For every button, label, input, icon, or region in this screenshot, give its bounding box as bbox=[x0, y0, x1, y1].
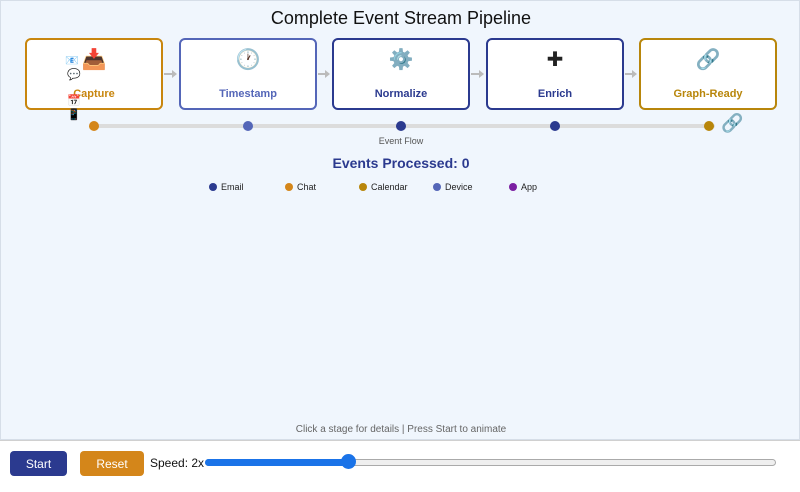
email-icon: 📧 bbox=[65, 55, 79, 67]
instructions-hint: Click a stage for details | Press Start … bbox=[295, 424, 507, 435]
pipeline-canvas: Complete Event Stream Pipeline 📥 Capture 🕐… bbox=[0, 0, 800, 440]
link-icon: 🔗 bbox=[695, 49, 721, 71]
stage-normalize[interactable]: ⚙️ Normalize bbox=[332, 38, 470, 110]
legend-item-app: App bbox=[509, 182, 537, 192]
legend-label: Device bbox=[445, 182, 473, 192]
device-icon: 📱 bbox=[67, 109, 81, 121]
chat-bubble-icon: 💬 bbox=[67, 69, 81, 81]
legend-dot bbox=[285, 182, 293, 191]
legend-dot bbox=[433, 182, 441, 191]
legend-item-chat: Chat bbox=[285, 182, 316, 192]
page-title: Complete Event Stream Pipeline bbox=[270, 8, 532, 28]
flow-dot bbox=[243, 121, 253, 131]
legend-label: Email bbox=[221, 182, 244, 192]
legend-dot bbox=[509, 182, 517, 191]
plus-icon: ✚ bbox=[546, 49, 564, 71]
clock-icon: 🕐 bbox=[235, 49, 261, 71]
stage-enrich[interactable]: ✚ Enrich bbox=[486, 38, 624, 110]
stage-graph-ready[interactable]: 🔗 Graph-Ready bbox=[639, 38, 777, 110]
legend-label: App bbox=[521, 182, 538, 192]
flow-dot bbox=[396, 121, 406, 131]
legend-item-device: Device bbox=[433, 182, 473, 192]
events-processed-counter: Events Processed: 0 bbox=[332, 155, 470, 171]
event-flow-label: Event Flow bbox=[378, 136, 424, 146]
legend-item-email: Email bbox=[209, 182, 244, 192]
flow-dot bbox=[89, 121, 99, 131]
inbox-tray-icon: 📥 bbox=[81, 49, 107, 71]
speed-slider-fill bbox=[205, 459, 348, 466]
stage-label: Graph-Ready bbox=[673, 88, 743, 100]
stage-label: Timestamp bbox=[219, 88, 277, 100]
event-source-stack: 📧 💬 📅 📱 bbox=[63, 45, 93, 131]
control-bar: Start Reset Speed: 2x bbox=[0, 440, 800, 492]
link-icon: 🔗 bbox=[721, 113, 744, 133]
gear-icon: ⚙️ bbox=[388, 49, 414, 71]
calendar-icon: 📅 bbox=[67, 95, 81, 107]
legend-item-calendar: Calendar bbox=[359, 182, 408, 192]
flow-dot bbox=[550, 121, 560, 131]
stage-connector-arrow bbox=[164, 70, 177, 78]
start-button[interactable]: Start bbox=[10, 451, 67, 476]
stage-connector-arrow bbox=[471, 70, 484, 78]
stage-label: Capture bbox=[73, 88, 115, 100]
legend-label: Calendar bbox=[371, 182, 408, 192]
legend-dot bbox=[209, 182, 217, 191]
stage-label: Normalize bbox=[374, 88, 428, 100]
legend-label: Chat bbox=[297, 182, 317, 192]
stage-connector-arrow bbox=[625, 70, 637, 78]
stage-label: Enrich bbox=[537, 88, 573, 100]
stage-capture[interactable]: 📥 Capture bbox=[25, 38, 163, 110]
reset-button[interactable]: Reset bbox=[80, 451, 144, 476]
stage-timestamp[interactable]: 🕐 Timestamp bbox=[179, 38, 317, 110]
speed-slider-thumb[interactable] bbox=[340, 454, 356, 469]
stage-connector-arrow bbox=[318, 70, 330, 78]
speed-label: Speed: 2x bbox=[150, 456, 205, 470]
flow-dot bbox=[704, 121, 714, 131]
legend-dot bbox=[359, 182, 367, 191]
